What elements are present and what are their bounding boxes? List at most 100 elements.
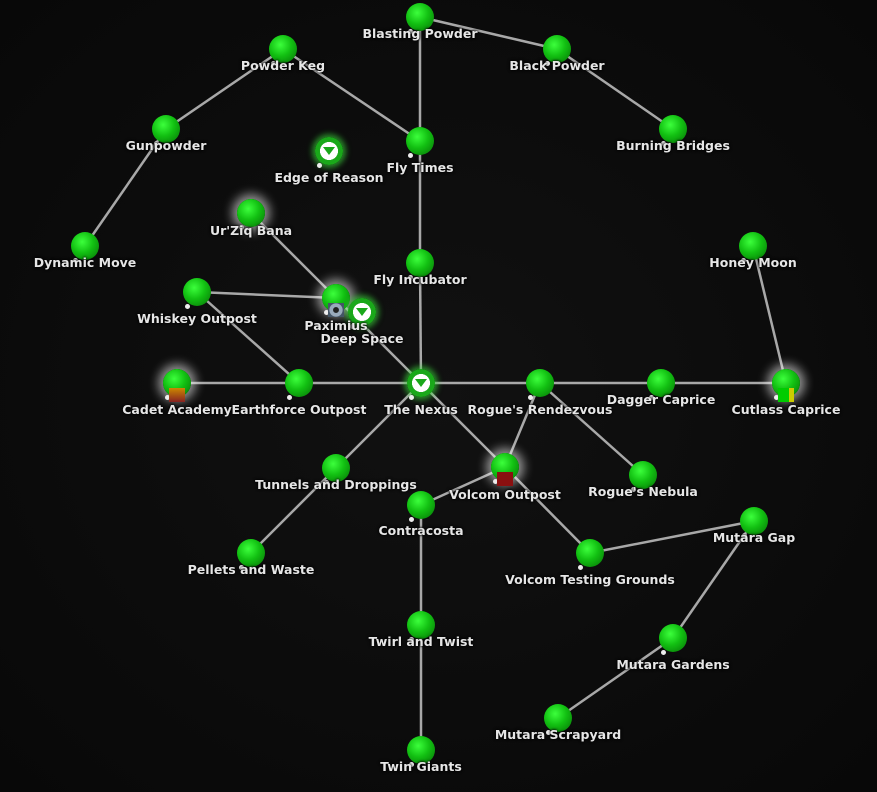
system-label[interactable]: Rogue's Rendezvous [467, 402, 613, 417]
route-line [282, 47, 421, 143]
system-node-ur-ziq-bana[interactable] [237, 199, 265, 227]
route-line [589, 519, 755, 555]
system-node-burning-bridges[interactable] [659, 115, 687, 143]
system-label[interactable]: Cadet Academy [122, 402, 232, 417]
system-node-blasting-powder[interactable] [406, 3, 434, 31]
system-marker-dot [493, 479, 498, 484]
route-line [165, 47, 284, 131]
system-marker-dot [631, 487, 636, 492]
system-marker-dot [661, 650, 666, 655]
system-node-contracosta[interactable] [407, 491, 435, 519]
system-node-twirl-and-twist[interactable] [407, 611, 435, 639]
system-node-dagger-caprice[interactable] [647, 369, 675, 397]
route-line [539, 382, 644, 476]
skull-crossbones-icon [497, 472, 513, 486]
system-node-mutara-scrapyard[interactable] [544, 704, 572, 732]
system-marker-dot [239, 565, 244, 570]
system-node-powder-keg[interactable] [269, 35, 297, 63]
system-node-mutara-gap[interactable] [740, 507, 768, 535]
system-node-rogue-s-nebula[interactable] [629, 461, 657, 489]
system-label[interactable]: Fly Incubator [373, 272, 467, 287]
system-label[interactable]: Mutara Scrapyard [494, 727, 622, 742]
system-node-edge-of-reason[interactable] [315, 137, 343, 165]
system-label[interactable]: Honey Moon [709, 255, 797, 270]
system-marker-dot [165, 395, 170, 400]
system-node-volcom-testing-grounds[interactable] [576, 539, 604, 567]
route-line [503, 382, 542, 468]
system-marker-dot [287, 395, 292, 400]
system-marker-dot [185, 304, 190, 309]
route-line [671, 520, 756, 639]
system-label[interactable]: Dagger Caprice [606, 392, 716, 407]
system-label[interactable]: Whiskey Outpost [137, 311, 257, 326]
system-label[interactable]: Fly Times [386, 160, 454, 175]
system-node-gunpowder[interactable] [152, 115, 180, 143]
system-marker-dot [350, 324, 355, 329]
route-line [250, 212, 337, 299]
system-label[interactable]: Blasting Powder [362, 26, 478, 41]
system-label[interactable]: Cutlass Caprice [731, 402, 841, 417]
system-label[interactable]: The Nexus [384, 402, 458, 417]
system-node-fly-incubator[interactable] [406, 249, 434, 277]
system-label[interactable]: Paximius [304, 318, 368, 333]
route-line [196, 290, 337, 300]
system-node-mutara-gardens[interactable] [659, 624, 687, 652]
system-marker-dot [409, 637, 414, 642]
system-label[interactable]: Contracosta [378, 523, 464, 538]
route-line [504, 466, 591, 554]
route-line [335, 382, 422, 469]
system-node-earthforce-outpost[interactable] [285, 369, 313, 397]
system-node-rogue-s-rendezvous[interactable] [526, 369, 554, 397]
system-marker-dot [317, 163, 322, 168]
system-label[interactable]: Deep Space [320, 331, 404, 346]
system-node-the-nexus[interactable] [407, 369, 435, 397]
system-label[interactable]: Ur'Ziq Bana [209, 223, 293, 238]
system-label[interactable]: Edge of Reason [274, 170, 384, 185]
system-label[interactable]: Twin Giants [380, 759, 462, 774]
system-marker-dot [661, 141, 666, 146]
route-line [250, 467, 337, 554]
system-node-pellets-and-waste[interactable] [237, 539, 265, 567]
system-marker-dot [649, 395, 654, 400]
system-marker-dot [324, 310, 329, 315]
system-node-honey-moon[interactable] [739, 232, 767, 260]
system-label[interactable]: Mutara Gap [712, 530, 796, 545]
system-marker-dot [409, 517, 414, 522]
system-node-dynamic-move[interactable] [71, 232, 99, 260]
system-label[interactable]: Earthforce Outpost [231, 402, 367, 417]
system-label[interactable]: Gunpowder [125, 138, 207, 153]
eye-icon [328, 303, 344, 317]
system-node-twin-giants[interactable] [407, 736, 435, 764]
system-label[interactable]: Black Powder [509, 58, 605, 73]
system-label[interactable]: Pellets and Waste [187, 562, 315, 577]
faction-emblem-icon [169, 388, 185, 402]
system-label[interactable]: Powder Keg [240, 58, 326, 73]
system-label[interactable]: Dynamic Move [33, 255, 137, 270]
system-marker-dot [271, 61, 276, 66]
system-node-black-powder[interactable] [543, 35, 571, 63]
system-label[interactable]: Mutara Gardens [616, 657, 730, 672]
route-line [419, 15, 558, 51]
system-label[interactable]: Volcom Outpost [449, 487, 561, 502]
system-marker-dot [408, 153, 413, 158]
system-label[interactable]: Burning Bridges [616, 138, 730, 153]
system-label[interactable]: Tunnels and Droppings [255, 477, 417, 492]
system-node-fly-times[interactable] [406, 127, 434, 155]
system-marker-dot [546, 730, 551, 735]
system-label[interactable]: Rogue's Nebula [588, 484, 698, 499]
system-label[interactable]: Twirl and Twist [368, 634, 474, 649]
route-line [420, 382, 506, 468]
system-marker-dot [774, 395, 779, 400]
system-marker-dot [741, 258, 746, 263]
system-marker-dot [408, 275, 413, 280]
system-marker-dot [528, 395, 533, 400]
system-marker-dot [239, 225, 244, 230]
route-line [196, 291, 300, 384]
system-node-deep-space[interactable] [348, 298, 376, 326]
system-marker-dot [408, 29, 413, 34]
system-node-whiskey-outpost[interactable] [183, 278, 211, 306]
system-label[interactable]: Volcom Testing Grounds [505, 572, 675, 587]
system-node-tunnels-and-droppings[interactable] [322, 454, 350, 482]
